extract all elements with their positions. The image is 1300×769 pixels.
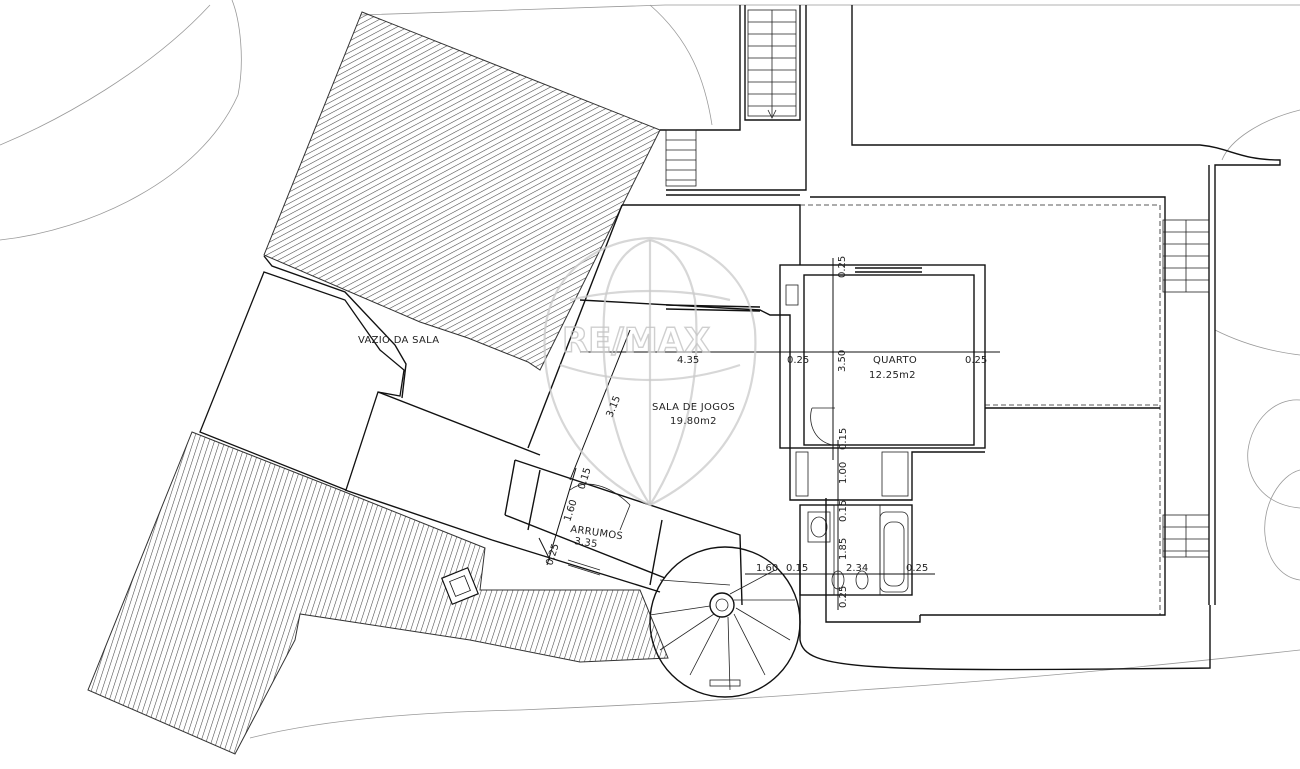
dim-3-50: 3.50 [837, 350, 848, 372]
dim-0-25-f: 0.25 [906, 563, 928, 574]
dim-0-25-c: 0.25 [965, 355, 987, 366]
dim-0-25-d: 0.25 [544, 542, 561, 567]
label-quarto: QUARTO [873, 355, 917, 366]
dim-3-15: 3.15 [605, 394, 624, 419]
dim-0-15-d: 0.15 [786, 563, 808, 574]
terrain-lines [0, 0, 1300, 739]
dim-0-15-a: 0.15 [576, 466, 593, 491]
room-labels: VAZIO DA SALA SALA DE JOGOS 19.80m2 QUAR… [358, 335, 917, 550]
roof-hatched-areas [87, 11, 669, 755]
void-area [199, 255, 407, 491]
roof-lower [87, 431, 669, 755]
roof-upper [263, 11, 661, 371]
label-arrumos-area: 3.35 [574, 536, 599, 550]
label-quarto-area: 12.25m2 [869, 370, 916, 381]
building-walls [344, 5, 1281, 698]
stair-right-lower [1162, 514, 1210, 558]
dim-2-34: 2.34 [846, 563, 868, 574]
dim-1-60-a: 1.60 [562, 498, 579, 523]
dim-0-15-c: 0.15 [838, 500, 849, 522]
dimension-labels: 4.35 0.25 0.25 0.25 3.50 3.15 1.60 0.15 … [544, 256, 987, 608]
dim-0-25-e: 0.25 [838, 586, 849, 608]
dim-0-15-b: 0.15 [838, 428, 849, 450]
stair-top [665, 9, 797, 187]
skylight [440, 566, 480, 606]
watermark-text: RE/MAX [562, 321, 710, 361]
dim-1-85: 1.85 [838, 538, 849, 560]
label-sala-area: 19.80m2 [670, 416, 717, 427]
dim-0-25-a: 0.25 [787, 355, 809, 366]
dim-4-35: 4.35 [677, 355, 699, 366]
dim-0-25-b: 0.25 [837, 256, 848, 278]
stair-right-upper [1162, 219, 1210, 293]
label-vazio: VAZIO DA SALA [358, 335, 439, 346]
dimension-lines [538, 258, 1000, 610]
label-sala: SALA DE JOGOS [652, 402, 735, 413]
dim-1-00: 1.00 [838, 462, 849, 484]
remax-watermark: RE/MAX [543, 236, 757, 507]
dim-1-60-b: 1.60 [756, 563, 778, 574]
